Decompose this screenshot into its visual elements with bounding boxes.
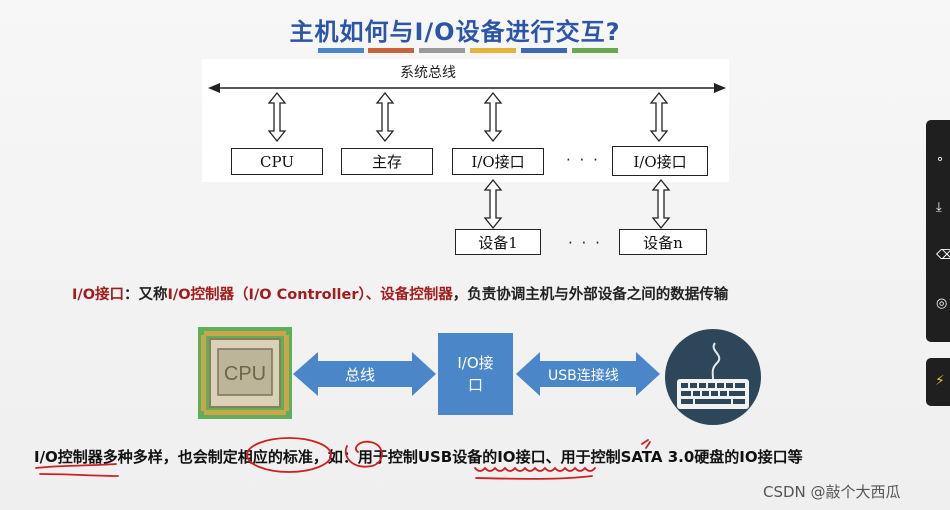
cpu-box: CPU bbox=[231, 148, 323, 175]
slide-title: 主机如何与I/O设备进行交互? bbox=[289, 18, 621, 46]
title-colorbar-3 bbox=[419, 48, 465, 53]
device-1-box: 设备1 bbox=[455, 229, 541, 255]
title-colorbar-4 bbox=[470, 48, 516, 53]
io-interface-aliases: I/O控制器（I/O Controller）、设备控制器 bbox=[167, 287, 453, 303]
description-rest: ，负责协调主机与外部设备之间的数据传输 bbox=[452, 287, 729, 303]
title-colorbar-6 bbox=[572, 48, 618, 53]
download-icon[interactable]: ⤓ bbox=[936, 200, 942, 215]
description-colon: ：又称 bbox=[124, 287, 168, 303]
lightning-button[interactable]: ⚡ bbox=[926, 358, 950, 406]
memory-box: 主存 bbox=[341, 148, 433, 175]
cpu-chip-label: CPU bbox=[224, 363, 266, 385]
csdn-watermark: CSDN @敲个大西瓜 bbox=[763, 483, 901, 501]
cpu-chip-icon: CPU bbox=[198, 327, 292, 419]
flow-bus-label: 总线 bbox=[345, 366, 376, 384]
io-interface-term: I/O接口 bbox=[72, 287, 125, 303]
io-interface-block-label: I/O接口 bbox=[457, 354, 494, 394]
ellipsis-top: · · · bbox=[566, 151, 600, 169]
delete-icon[interactable]: ⌫ bbox=[936, 248, 950, 263]
system-bus-label: 系统总线 bbox=[400, 65, 456, 81]
settings-icon[interactable]: ◎ bbox=[936, 296, 948, 311]
title-colorbar-2 bbox=[368, 48, 414, 53]
io-interface-block: I/O接口 bbox=[438, 333, 513, 415]
keyboard-icon bbox=[665, 329, 761, 425]
io-interface-box-1: I/O接口 bbox=[452, 148, 544, 175]
title-colorbar-1 bbox=[318, 48, 364, 53]
title-colorbar-5 bbox=[521, 48, 567, 53]
io-interface-description: I/O接口：又称I/O控制器（I/O Controller）、设备控制器，负责协… bbox=[72, 283, 728, 304]
io-interface-box-n: I/O接口 bbox=[612, 146, 708, 176]
share-icon[interactable]: ∘ bbox=[936, 152, 945, 167]
usb-cable-label: USB连接线 bbox=[548, 368, 619, 384]
io-controller-standards-text: I/O控制器多种多样，也会制定相应的标准，如：用于控制USB设备的IO接口、用于… bbox=[34, 448, 803, 466]
lightning-icon: ⚡ bbox=[935, 373, 945, 389]
ellipsis-bottom: · · · bbox=[568, 234, 602, 252]
device-n-box: 设备n bbox=[619, 229, 707, 255]
floating-toolbar: ∘ ⤓ ⌫ ◎ bbox=[926, 120, 950, 342]
